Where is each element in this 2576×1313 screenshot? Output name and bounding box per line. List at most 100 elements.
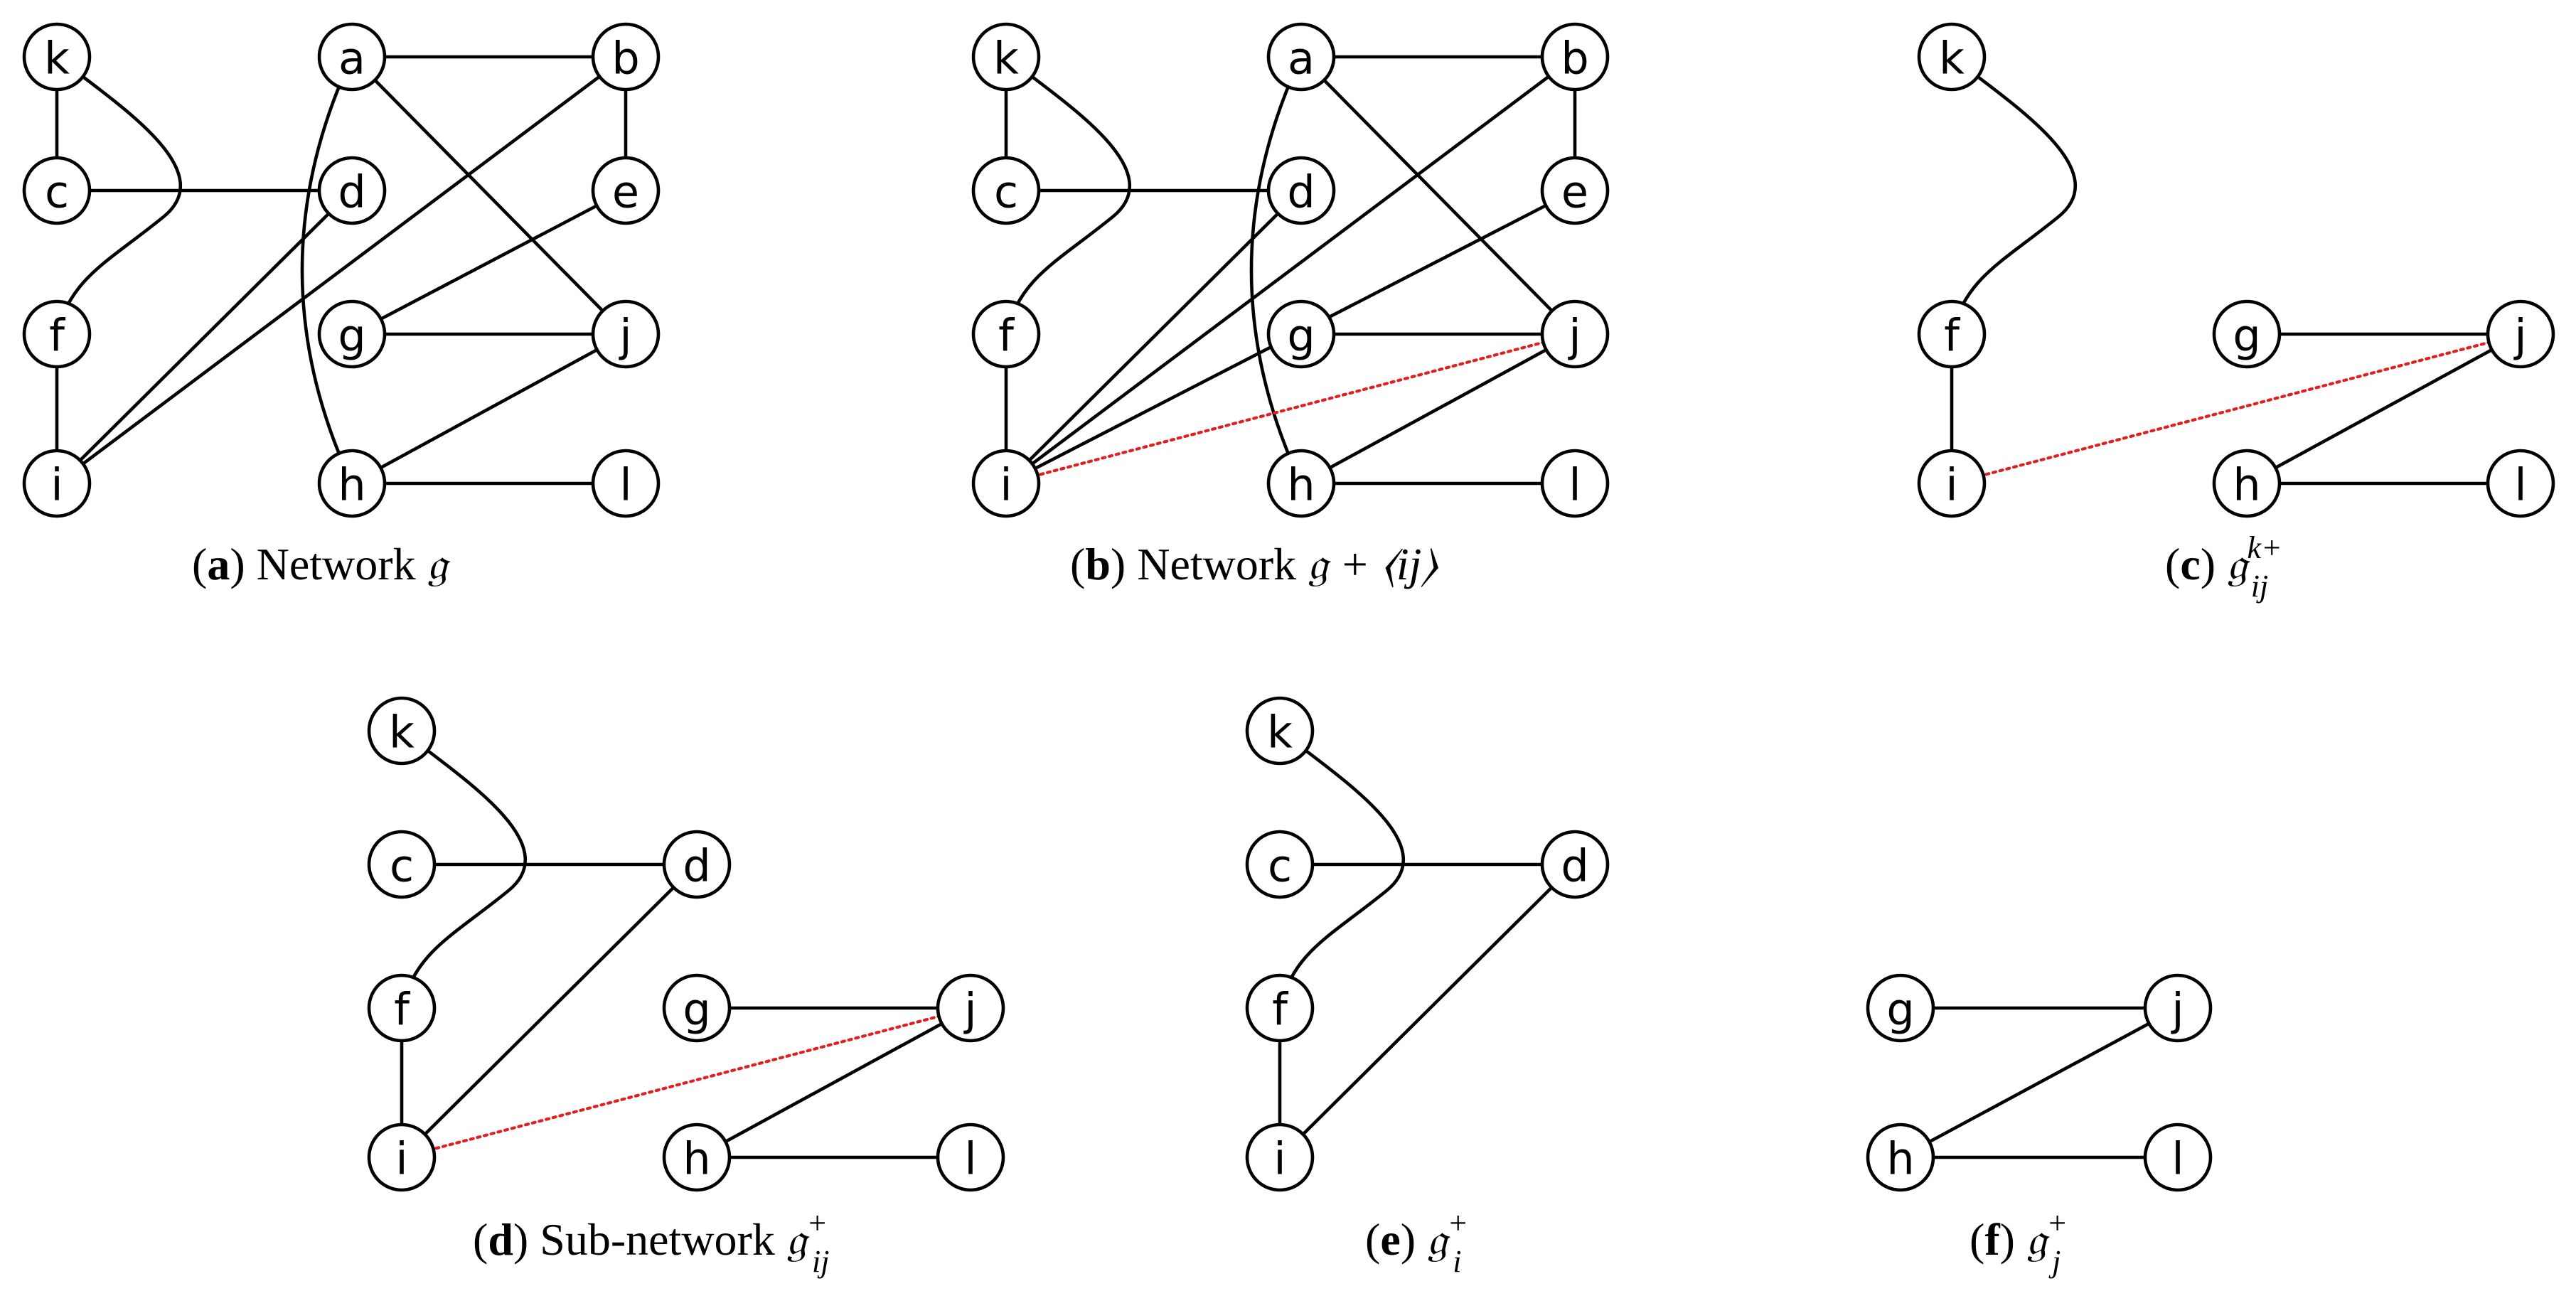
- added-edge-i-j: [400, 1006, 973, 1159]
- caption-paren_open: (: [473, 1214, 488, 1265]
- node-circle: [662, 830, 732, 899]
- caption-paren_close: ): [2201, 539, 2216, 589]
- caption-sub: ij: [812, 1244, 829, 1279]
- edge-k-f: [1004, 55, 1132, 336]
- edge-a-h: [300, 55, 354, 486]
- node-d: d: [317, 156, 387, 225]
- node-circle: [1540, 830, 1610, 899]
- node-circle: [1245, 1122, 1315, 1192]
- node-circle: [1866, 1122, 1935, 1192]
- edge-h-j: [2245, 332, 2523, 486]
- node-label: g: [1287, 310, 1315, 362]
- caption-paren_close: ): [2000, 1214, 2015, 1265]
- edge-h-j: [695, 1006, 973, 1159]
- caption-paren_close: ): [1401, 1214, 1416, 1265]
- edge-b-i: [1004, 55, 1577, 486]
- caption-f: (f) 𝔤+j: [1970, 1206, 2068, 1279]
- node-k: k: [1245, 696, 1315, 766]
- node-i: i: [1917, 449, 1987, 518]
- caption-paren_open: (: [2165, 539, 2180, 589]
- node-g: g: [662, 973, 732, 1043]
- edge-a-h: [1249, 55, 1303, 486]
- node-label: d: [683, 840, 710, 892]
- node-label: f: [394, 984, 411, 1036]
- node-i: i: [1245, 1122, 1315, 1192]
- caption-letter: b: [1085, 539, 1111, 589]
- node-circle: [936, 973, 1005, 1043]
- caption-text: Network: [1137, 539, 1296, 589]
- node-j: j: [2486, 299, 2555, 369]
- edge-h-j: [1299, 332, 1577, 486]
- caption-paren_close: ): [513, 1214, 528, 1265]
- node-label: i: [1273, 1133, 1286, 1185]
- edge-h-j: [1898, 1006, 2180, 1159]
- node-label: j: [2513, 310, 2526, 362]
- node-l: l: [936, 1122, 1005, 1192]
- node-circle: [317, 156, 387, 225]
- node-label: f: [1272, 984, 1289, 1036]
- node-circle: [2486, 449, 2555, 518]
- caption-b: (b) Network 𝔤 + ⟨ij⟩: [1070, 539, 1438, 589]
- node-label: l: [619, 459, 631, 511]
- node-circle: [591, 449, 661, 518]
- node-label: d: [1287, 166, 1315, 218]
- node-circle: [367, 1122, 437, 1192]
- node-circle: [1245, 696, 1315, 766]
- node-label: j: [1567, 310, 1581, 362]
- node-d: d: [1540, 830, 1610, 899]
- node-label: f: [49, 310, 66, 362]
- caption-space: [528, 1214, 540, 1265]
- node-label: k: [993, 33, 1019, 85]
- caption-math: 𝔤: [1427, 1214, 1450, 1265]
- node-circle: [1245, 830, 1315, 899]
- node-circle: [317, 22, 387, 92]
- node-label: k: [44, 33, 70, 85]
- added-edge-i-j: [1004, 332, 1577, 486]
- node-k: k: [22, 22, 92, 92]
- caption-math: 𝔤: [427, 539, 451, 589]
- node-b: b: [1540, 22, 1610, 92]
- node-circle: [1540, 299, 1610, 369]
- node-c: c: [971, 156, 1041, 225]
- node-label: h: [1287, 459, 1315, 511]
- node-label: g: [338, 310, 365, 362]
- caption-paren_open: (: [1070, 539, 1085, 589]
- node-circle: [367, 830, 437, 899]
- caption-space: [1416, 1214, 1427, 1265]
- node-label: g: [1886, 984, 1914, 1036]
- caption-letter: e: [1380, 1214, 1400, 1265]
- node-d: d: [1266, 156, 1336, 225]
- node-l: l: [1540, 449, 1610, 518]
- edge-d-i: [400, 862, 699, 1159]
- node-label: h: [683, 1133, 710, 1185]
- node-f: f: [971, 299, 1041, 369]
- caption-sup: +: [806, 1206, 828, 1240]
- node-circle: [1917, 299, 1987, 369]
- node-label: b: [611, 33, 639, 85]
- node-label: e: [612, 166, 639, 218]
- edge-k-f: [1950, 55, 2078, 336]
- node-circle: [971, 449, 1041, 518]
- node-label: l: [2171, 1133, 2184, 1185]
- node-circle: [1266, 22, 1336, 92]
- caption-e: (e) 𝔤+i: [1365, 1206, 1468, 1279]
- caption-paren_close: ): [1111, 539, 1126, 589]
- caption-paren_open: (: [192, 539, 207, 589]
- node-label: a: [1288, 33, 1315, 85]
- node-label: c: [390, 840, 414, 892]
- caption-text: Sub-network: [540, 1214, 775, 1265]
- caption-space: [1126, 539, 1137, 589]
- node-k: k: [971, 22, 1041, 92]
- node-label: c: [45, 166, 69, 218]
- edge-k-f: [400, 729, 528, 1010]
- node-c: c: [22, 156, 92, 225]
- edge-d-i: [1278, 862, 1577, 1159]
- caption-letter: d: [488, 1214, 513, 1265]
- node-circle: [2143, 973, 2213, 1043]
- caption-space: [2015, 1214, 2026, 1265]
- node-i: i: [971, 449, 1041, 518]
- node-g: g: [317, 299, 387, 369]
- caption-paren_close: ): [230, 539, 245, 589]
